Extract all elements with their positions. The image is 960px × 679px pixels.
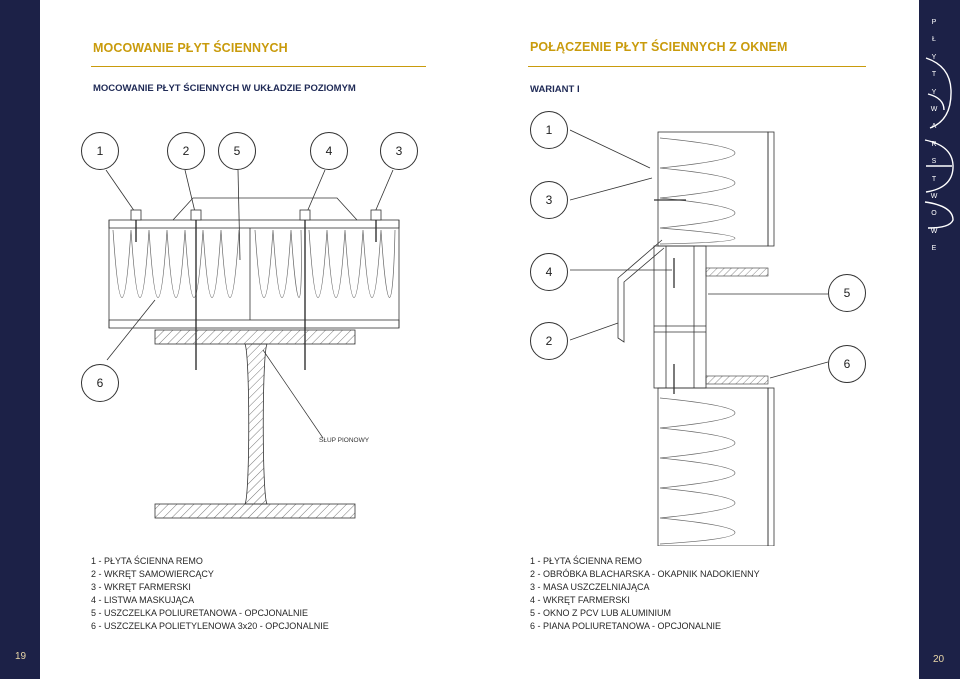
- legend-item: 1 - PŁYTA ŚCIENNA REMO: [530, 556, 642, 566]
- callout-6: 6: [81, 364, 119, 402]
- legend-item: 4 - WKRĘT FARMERSKI: [530, 595, 630, 605]
- callout-2: 2: [167, 132, 205, 170]
- callout-3: 3: [530, 181, 568, 219]
- page-number-left: 19: [15, 651, 27, 662]
- window-connection-drawing: [570, 129, 829, 546]
- brand-letter: Y: [931, 88, 937, 96]
- legend-item: 3 - WKRĘT FARMERSKI: [91, 582, 191, 592]
- callout-6: 6: [828, 345, 866, 383]
- left-page-subtitle: MOCOWANIE PŁYT ŚCIENNYCH W UKŁADZIE POZI…: [93, 83, 356, 94]
- wall-panel-mounting-drawing: [105, 170, 400, 519]
- column-label: SŁUP PIONOWY: [319, 437, 370, 444]
- callout-5: 5: [828, 274, 866, 312]
- callout-2: 2: [530, 322, 568, 360]
- callout-4: 4: [530, 253, 568, 291]
- callout-4: 4: [310, 132, 348, 170]
- callout-5: 5: [218, 132, 256, 170]
- callout-3: 3: [380, 132, 418, 170]
- brand-letter: Ł: [932, 36, 936, 44]
- brand-letter: W: [930, 192, 938, 200]
- brand-letter: T: [931, 71, 937, 79]
- left-title-rule: [91, 66, 426, 67]
- callout-1: 1: [81, 132, 119, 170]
- right-sidebar: [919, 0, 960, 679]
- legend-item: 5 - OKNO Z PCV LUB ALUMINIUM: [530, 608, 672, 618]
- brand-letter: O: [931, 210, 937, 218]
- left-legend: 1 - PŁYTA ŚCIENNA REMO 2 - WKRĘT SAMOWIE…: [91, 555, 329, 633]
- legend-item: 5 - USZCZELKA POLIURETANOWA - OPCJONALNI…: [91, 608, 309, 618]
- brand-letter: P: [931, 19, 937, 26]
- legend-item: 2 - WKRĘT SAMOWIERCĄCY: [91, 569, 214, 579]
- right-page-title: POŁĄCZENIE PŁYT ŚCIENNYCH Z OKNEM: [530, 40, 788, 54]
- brand-letter: E: [931, 245, 937, 253]
- brand-letter: W: [930, 227, 938, 235]
- page-number-right: 20: [933, 654, 945, 665]
- callout-1: 1: [530, 111, 568, 149]
- brand-letter: W: [930, 105, 938, 113]
- right-page-subtitle: WARIANT I: [530, 84, 580, 95]
- legend-item: 2 - OBRÓBKA BLACHARSKA - OKAPNIK NADOKIE…: [530, 569, 760, 579]
- left-page-title: MOCOWANIE PŁYT ŚCIENNYCH: [93, 41, 288, 55]
- right-title-rule: [528, 66, 866, 67]
- brand-letter: S: [931, 158, 937, 166]
- brand-letter: R: [931, 140, 937, 148]
- legend-item: 4 - LISTWA MASKUJĄCA: [91, 595, 195, 605]
- legend-item: 1 - PŁYTA ŚCIENNA REMO: [91, 556, 203, 566]
- left-sidebar: [0, 0, 40, 679]
- legend-item: 6 - PIANA POLIURETANOWA - OPCJONALNIE: [530, 621, 722, 631]
- remo-logo-icon: [924, 57, 954, 229]
- legend-item: 6 - USZCZELKA POLIETYLENOWA 3x20 - OPCJO…: [91, 621, 329, 631]
- right-legend: 1 - PŁYTA ŚCIENNA REMO 2 - OBRÓBKA BLACH…: [530, 555, 760, 633]
- brand-letter: Y: [931, 53, 937, 61]
- legend-item: 3 - MASA USZCZELNIAJĄCA: [530, 582, 650, 592]
- brand-letter: T: [931, 175, 937, 183]
